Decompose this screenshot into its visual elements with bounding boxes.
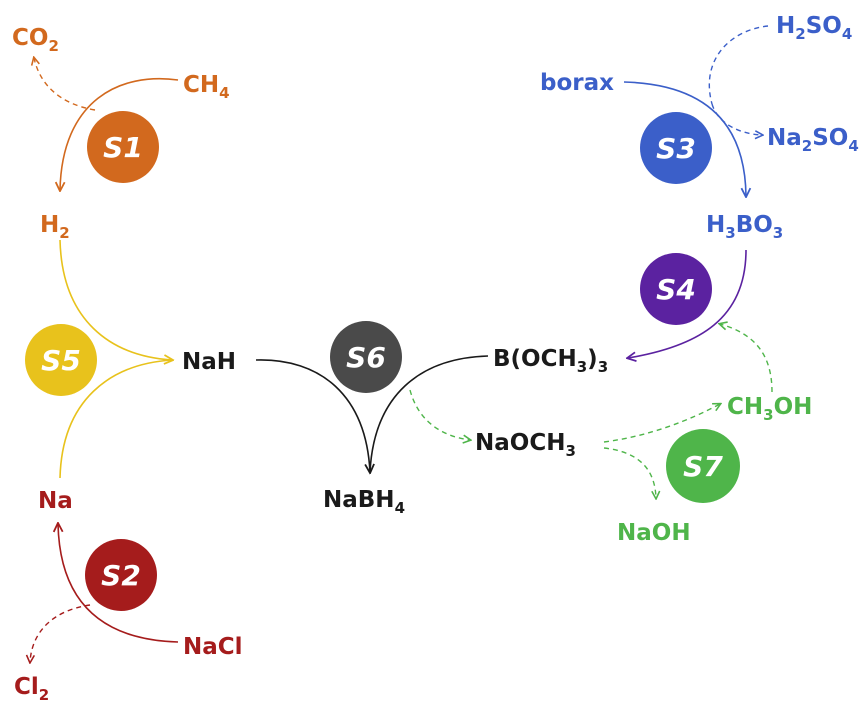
step-s4-label: S4	[656, 273, 696, 306]
species-h2: H2	[40, 212, 70, 242]
step-s5: S5	[25, 324, 97, 396]
step-s7: S7	[666, 429, 740, 503]
species-nah: NaH	[182, 349, 236, 375]
step-s6-label: S6	[346, 341, 386, 374]
step-s5-circle	[25, 324, 97, 396]
species-na2so4: Na2SO4	[767, 125, 859, 155]
step-s1: S1	[87, 111, 159, 183]
species-nacl: NaCl	[183, 634, 243, 660]
species-naoh: NaOH	[617, 520, 691, 546]
step-s3: S3	[640, 112, 712, 184]
s7-ch3oh-arrow	[603, 404, 720, 443]
species-cl2: Cl2	[14, 674, 49, 704]
step-s7-label: S7	[683, 450, 723, 483]
s3-h2so4-branch-arrow	[708, 25, 769, 105]
step-s6: S6	[330, 321, 402, 393]
step-s1-label: S1	[103, 131, 143, 164]
s6-naoch3-branch-arrow	[409, 389, 470, 440]
s6-nah-arrow	[255, 359, 370, 472]
species-ch3oh: CH3OH	[727, 394, 812, 424]
step-s4-circle	[640, 253, 712, 325]
step-s1-circle	[87, 111, 159, 183]
s7-naoh-arrow	[603, 447, 656, 498]
species-h2so4: H2SO4	[776, 13, 852, 43]
species-ch4: CH4	[183, 72, 230, 102]
s4-main-arrow	[628, 249, 747, 358]
step-s2-circle	[85, 539, 157, 611]
step-s5-label: S5	[41, 344, 81, 377]
s3-main-arrow	[623, 81, 746, 196]
step-s4: S4	[640, 253, 712, 325]
s5-h2-arrow	[59, 239, 172, 360]
species-borax: borax	[540, 70, 614, 96]
step-s2-label: S2	[101, 559, 141, 592]
s1-co2-branch-arrow	[34, 58, 96, 111]
species-naoch3: NaOCH3	[475, 430, 576, 460]
species-borate: B(OCH3)3	[493, 346, 608, 376]
s6-borate-arrow	[369, 355, 489, 473]
step-s6-circle	[330, 321, 402, 393]
species-na: Na	[38, 488, 73, 514]
step-s2: S2	[85, 539, 157, 611]
step-s7-circle	[666, 429, 740, 503]
step-s3-circle	[640, 112, 712, 184]
s3-na2so4-branch-arrow	[711, 103, 762, 135]
species-nabh4: NaBH4	[323, 487, 405, 517]
step-s3-label: S3	[656, 132, 696, 165]
species-co2: CO2	[12, 25, 59, 55]
s7-recycle-arrow	[720, 324, 773, 393]
species-h3bo3: H3BO3	[706, 212, 783, 242]
s5-na-arrow	[59, 359, 173, 479]
s2-cl2-branch-arrow	[30, 604, 91, 662]
s1-main-arrow	[60, 77, 179, 190]
s2-main-arrow	[58, 524, 179, 643]
